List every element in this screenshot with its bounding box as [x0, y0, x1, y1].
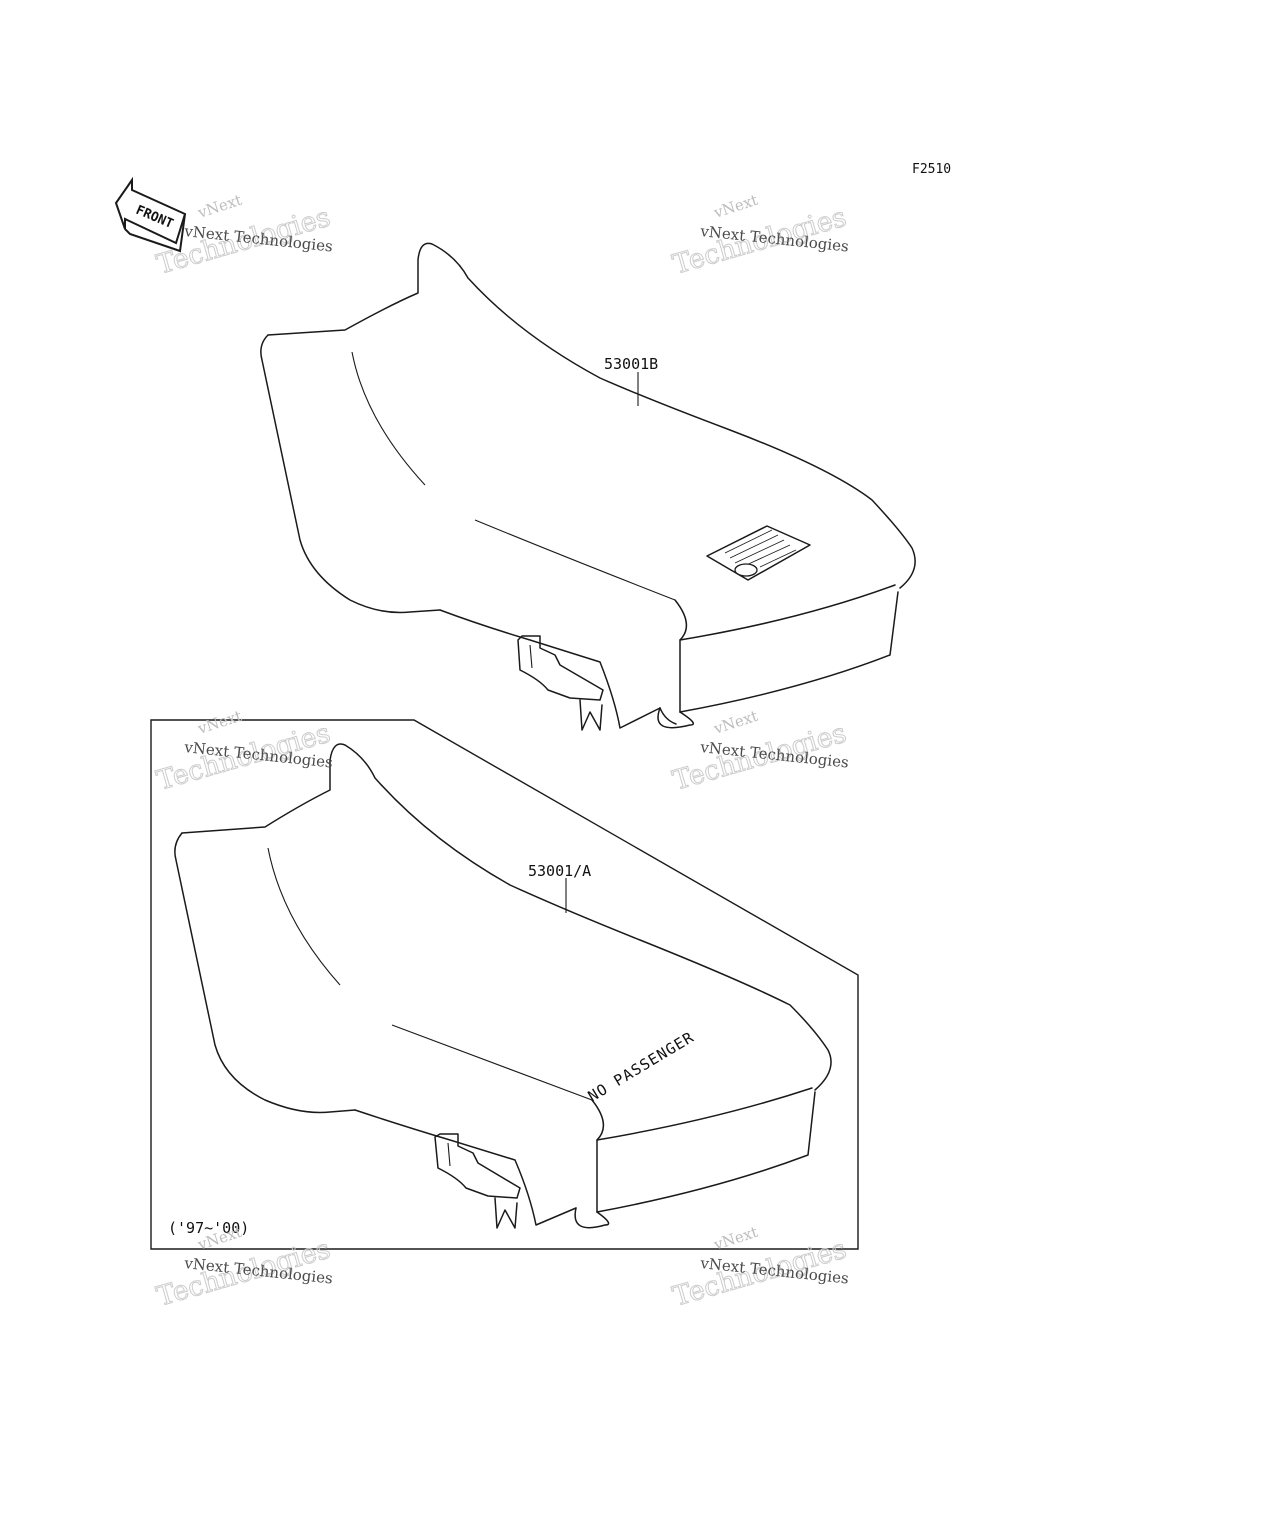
watermark-2: vNext Technologies vNext Technologies [669, 191, 850, 281]
watermark-1: vNext Technologies vNext Technologies [153, 191, 334, 281]
front-arrow-icon: FRONT [114, 176, 187, 253]
year-range-note: ('97~'00) [168, 1219, 249, 1237]
svg-text:vNext: vNext [195, 707, 244, 738]
watermark-4: vNext Technologies vNext Technologies [669, 707, 850, 797]
svg-text:vNext: vNext [195, 191, 244, 222]
seat-text-no-passenger: NO PASSENGER [585, 1028, 697, 1105]
seat-53001a: NO PASSENGER 53001/A ('97~'00) [168, 743, 832, 1237]
part-ref-53001b: 53001B [604, 355, 658, 373]
variant-frame [150, 719, 859, 1250]
watermark-6: vNext Technologies vNext Technologies [669, 1223, 850, 1313]
svg-text:vNext: vNext [711, 707, 760, 738]
seat-53001b: 53001B [260, 242, 916, 731]
figure-code: F2510 [912, 162, 951, 177]
part-ref-53001a: 53001/A [528, 862, 591, 880]
svg-text:vNext: vNext [711, 191, 760, 222]
